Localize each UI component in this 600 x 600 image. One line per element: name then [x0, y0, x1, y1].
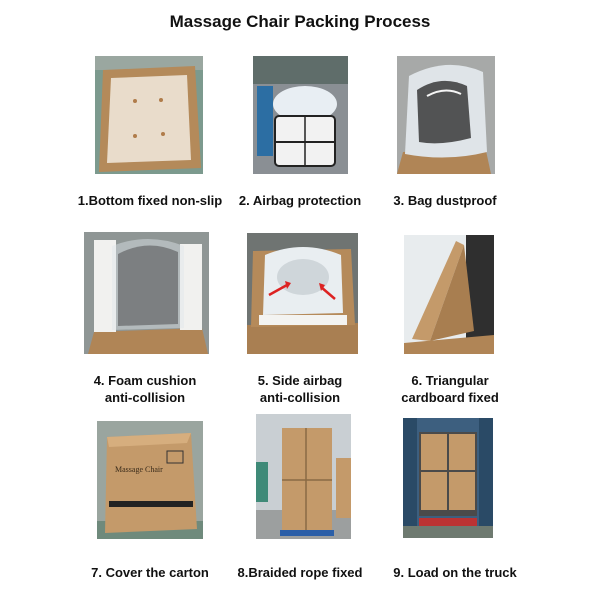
- foam-cushion-photo: [84, 232, 209, 354]
- plastic-bag-photo: [397, 56, 495, 174]
- step-9-caption: 9. Load on the truck: [393, 565, 517, 580]
- step-2-caption: 2. Airbag protection: [238, 193, 362, 208]
- rope-fixed-photo: [256, 414, 351, 539]
- step-7-caption: 7. Cover the carton: [91, 565, 209, 580]
- step-5-caption-line-2: anti-collision: [259, 390, 341, 405]
- carton-print-text: Massage Chair: [115, 465, 163, 474]
- step-6-caption-line-2: cardboard fixed: [401, 390, 499, 405]
- covered-carton-photo: Massage Chair: [97, 421, 203, 539]
- truck-loading-photo: [403, 418, 493, 538]
- step-4-caption-line-2: anti-collision: [104, 390, 186, 405]
- triangular-cardboard-photo: [404, 235, 494, 354]
- step-4-caption-line-1: 4. Foam cushion: [93, 373, 197, 388]
- step-5-caption-line-1: 5. Side airbag: [257, 373, 343, 388]
- side-airbag-photo: [247, 233, 358, 354]
- step-8-caption: 8.Braided rope fixed: [237, 565, 363, 580]
- step-6-caption-line-1: 6. Triangular: [411, 373, 489, 388]
- carton-tray-photo: [95, 56, 203, 174]
- step-3-caption: 3. Bag dustproof: [393, 193, 497, 208]
- step-1-caption: 1.Bottom fixed non-slip: [77, 193, 223, 208]
- step-4-caption: 4. Foam cushion anti-collision: [70, 372, 220, 406]
- step-5-caption: 5. Side airbag anti-collision: [225, 372, 375, 406]
- step-6-caption: 6. Triangular cardboard fixed: [380, 372, 520, 406]
- page-title: Massage Chair Packing Process: [169, 12, 431, 31]
- airbag-wrap-photo: [253, 56, 348, 174]
